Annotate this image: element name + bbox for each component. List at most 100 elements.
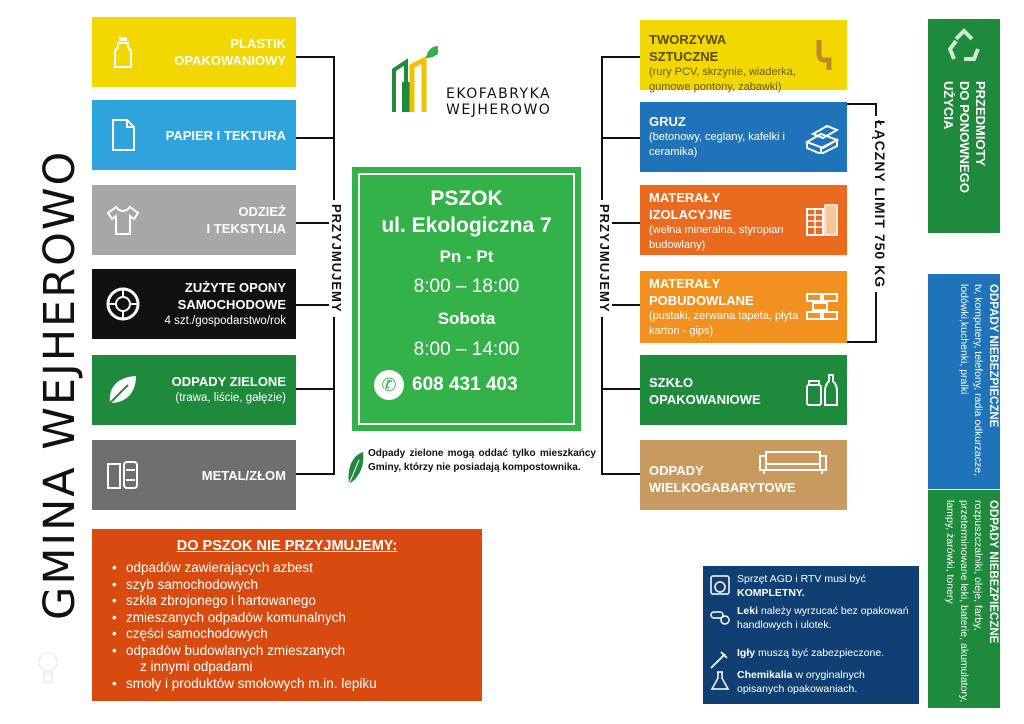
reuse-line-2: DO PONOWNEGO	[957, 81, 972, 193]
category-title-2: SAMOCHODOWE	[177, 296, 286, 312]
pszok-saturday: Sobota	[437, 309, 496, 328]
sofa-icon	[758, 446, 828, 481]
category-title-1: MATERAŁY	[649, 190, 721, 205]
pills-icon	[709, 606, 731, 633]
leaf-icon	[348, 452, 364, 485]
pszok-inner-border	[358, 173, 575, 425]
category-label: GRUZ(betonowy, ceglany, kafelki i cerami…	[649, 113, 785, 160]
recycle-icon	[947, 28, 980, 61]
info-row: Sprzęt AGD i RTV musi być KOMPLETNY.	[709, 572, 913, 600]
reuse-box: PRZEDMIOTY DO PONOWNEGO UŻYCIA	[928, 19, 1000, 233]
accepted-label-left: PRZYJMUJEMY	[329, 200, 344, 317]
category-label: PLASTIK OPAKOWANIOWY	[174, 35, 286, 69]
category-card-right-1: TWORZYWA SZTUCZNE(rury PCV, skrzynie, wi…	[640, 20, 847, 93]
category-card-right-2: GRUZ(betonowy, ceglany, kafelki i cerami…	[640, 102, 847, 172]
hazard-2-text: rozpuszczalniki, oleje, farby, przetermi…	[944, 500, 984, 703]
pszok-weekdays: Pn - Pt	[439, 247, 494, 266]
category-title-2: I TEKSTYLIA	[206, 221, 286, 236]
not-accepted-item: szyb samochodowych	[112, 577, 462, 594]
hazard-box-chemicals: ODPADY NIEBEZPIECZNE rozpuszczalniki, ol…	[928, 490, 1000, 708]
left-connector	[296, 304, 335, 306]
not-accepted-item: smoły i produktów smołowych m.in. lepiku	[112, 676, 462, 693]
left-connector	[296, 56, 335, 58]
pszok-saturday-hours: 8:00 – 14:00	[413, 339, 520, 360]
category-subtitle: 4 szt./gospodarstwo/rok	[164, 314, 286, 327]
pipe-icon	[805, 38, 839, 77]
left-connector	[296, 137, 335, 139]
pszok-phone[interactable]: 608 431 403	[412, 374, 518, 395]
category-label: ODPADY ZIELONE (trawa, liście, gałęzie)	[172, 373, 286, 407]
info-row: Igły muszą być zabezpieczone.	[709, 646, 913, 669]
category-label: MATERAŁY IZOLACYJNE (wełna mineralna, styr…	[649, 189, 784, 253]
wall-icon	[805, 290, 839, 329]
logo-text-1: EKOFABRYKA	[446, 86, 552, 102]
right-connector	[601, 304, 640, 306]
category-title-1: PAPIER I TEKTURA	[165, 127, 286, 143]
limit-label: ŁĄCZNY LIMIT 750 KG	[872, 116, 888, 293]
hazard-1-title: ODPADY NIEBEZPIECZNE	[987, 284, 999, 428]
category-title-1: ODPADY	[649, 463, 704, 478]
bottle-icon	[106, 35, 140, 74]
leaf-icon	[106, 373, 140, 412]
pszok-weekday-hours: 8:00 – 18:00	[413, 276, 520, 297]
can-icon	[106, 458, 140, 497]
category-title-1: METAL/ZŁOM	[201, 467, 286, 483]
tshirt-icon	[106, 203, 140, 242]
syringe-icon	[709, 648, 731, 675]
category-card-2: PAPIER I TEKTURA	[92, 100, 296, 170]
category-subtitle: (rury PCV, skrzynie, wiaderka, gumowe po…	[649, 66, 796, 93]
category-title-2: WIELKOGABARYTOWE	[649, 480, 796, 495]
category-title-1: TWORZYWA SZTUCZNE	[649, 32, 726, 64]
category-title-1: PLASTIK	[230, 36, 286, 51]
flask-icon	[709, 670, 731, 697]
info-text: Igły muszą być zabezpieczone.	[737, 647, 885, 659]
pszok-box: PSZOK ul. Ekologiczna 7 Pn - Pt 8:00 – 1…	[352, 167, 581, 431]
category-card-5: ODPADY ZIELONE (trawa, liście, gałęzie)	[92, 355, 296, 425]
green-waste-note: Odpady zielone mogą oddać tylko mieszkań…	[368, 448, 596, 473]
category-subtitle: (trawa, liście, gałęzie)	[175, 392, 286, 404]
pszok-title: PSZOK	[430, 187, 503, 210]
category-title-1: SZKŁO	[649, 375, 694, 390]
lightbulb-icon	[38, 652, 58, 683]
appliance-icon	[709, 574, 731, 601]
category-title-2: IZOLACYJNE	[649, 207, 732, 222]
not-accepted-item: odpadów budowlanych zmieszanych	[112, 643, 462, 660]
right-connector	[601, 56, 640, 58]
insulation-icon	[805, 203, 839, 242]
accepted-label-right: PRZYJMUJEMY	[597, 200, 612, 317]
info-row: Chemikalia w oryginalnych opisanych opak…	[709, 668, 913, 696]
category-subtitle: (pustaki, zerwana tapeta, płyta karton -…	[649, 310, 799, 337]
category-card-6: METAL/ZŁOM	[92, 440, 296, 510]
category-subtitle: (wełna mineralna, styropian budowlany)	[649, 224, 784, 251]
jar-bottle-icon	[805, 373, 839, 412]
info-text: Sprzęt AGD i RTV musi być KOMPLETNY.	[737, 573, 866, 599]
tire-icon	[106, 287, 140, 326]
not-accepted-item: odpadów zawierających azbest	[112, 560, 462, 577]
not-accepted-title: DO PSZOK NIE PRZYJMUJEMY:	[176, 538, 398, 554]
info-row: Leki należy wyrzucać bez opakowań handlo…	[709, 604, 913, 632]
limit-bracket-bottom	[847, 341, 877, 343]
category-label: METAL/ZŁOM	[202, 467, 286, 484]
hazard-1-text: tv, komputery, telefony, radia odkurzacz…	[958, 284, 984, 477]
category-title-1: GRUZ	[649, 114, 686, 129]
category-title-1: ODPADY ZIELONE	[171, 374, 286, 389]
info-box: Sprzęt AGD i RTV musi być KOMPLETNY. Leki…	[703, 566, 919, 704]
bricks-icon	[804, 120, 840, 159]
right-connector	[601, 473, 640, 475]
category-title-2: OPAKOWANIOWY	[174, 53, 286, 68]
category-card-right-6: ODPADY WIELKOGABARYTOWE	[640, 440, 847, 510]
not-accepted-box: DO PSZOK NIE PRZYJMUJEMY: odpadów zawier…	[92, 529, 482, 701]
right-connector	[601, 137, 640, 139]
category-card-1: PLASTIK OPAKOWANIOWY	[92, 17, 296, 87]
paper-icon	[106, 118, 140, 157]
info-text: Chemikalia w oryginalnych opisanych opak…	[737, 669, 865, 695]
not-accepted-item: zmieszanych odpadów komunalnych	[112, 610, 462, 627]
not-accepted-list: odpadów zawierających azbestszyb samocho…	[112, 560, 462, 692]
not-accepted-item: z innymi odpadami	[140, 659, 253, 674]
info-text: Leki należy wyrzucać bez opakowań handlo…	[737, 605, 909, 631]
